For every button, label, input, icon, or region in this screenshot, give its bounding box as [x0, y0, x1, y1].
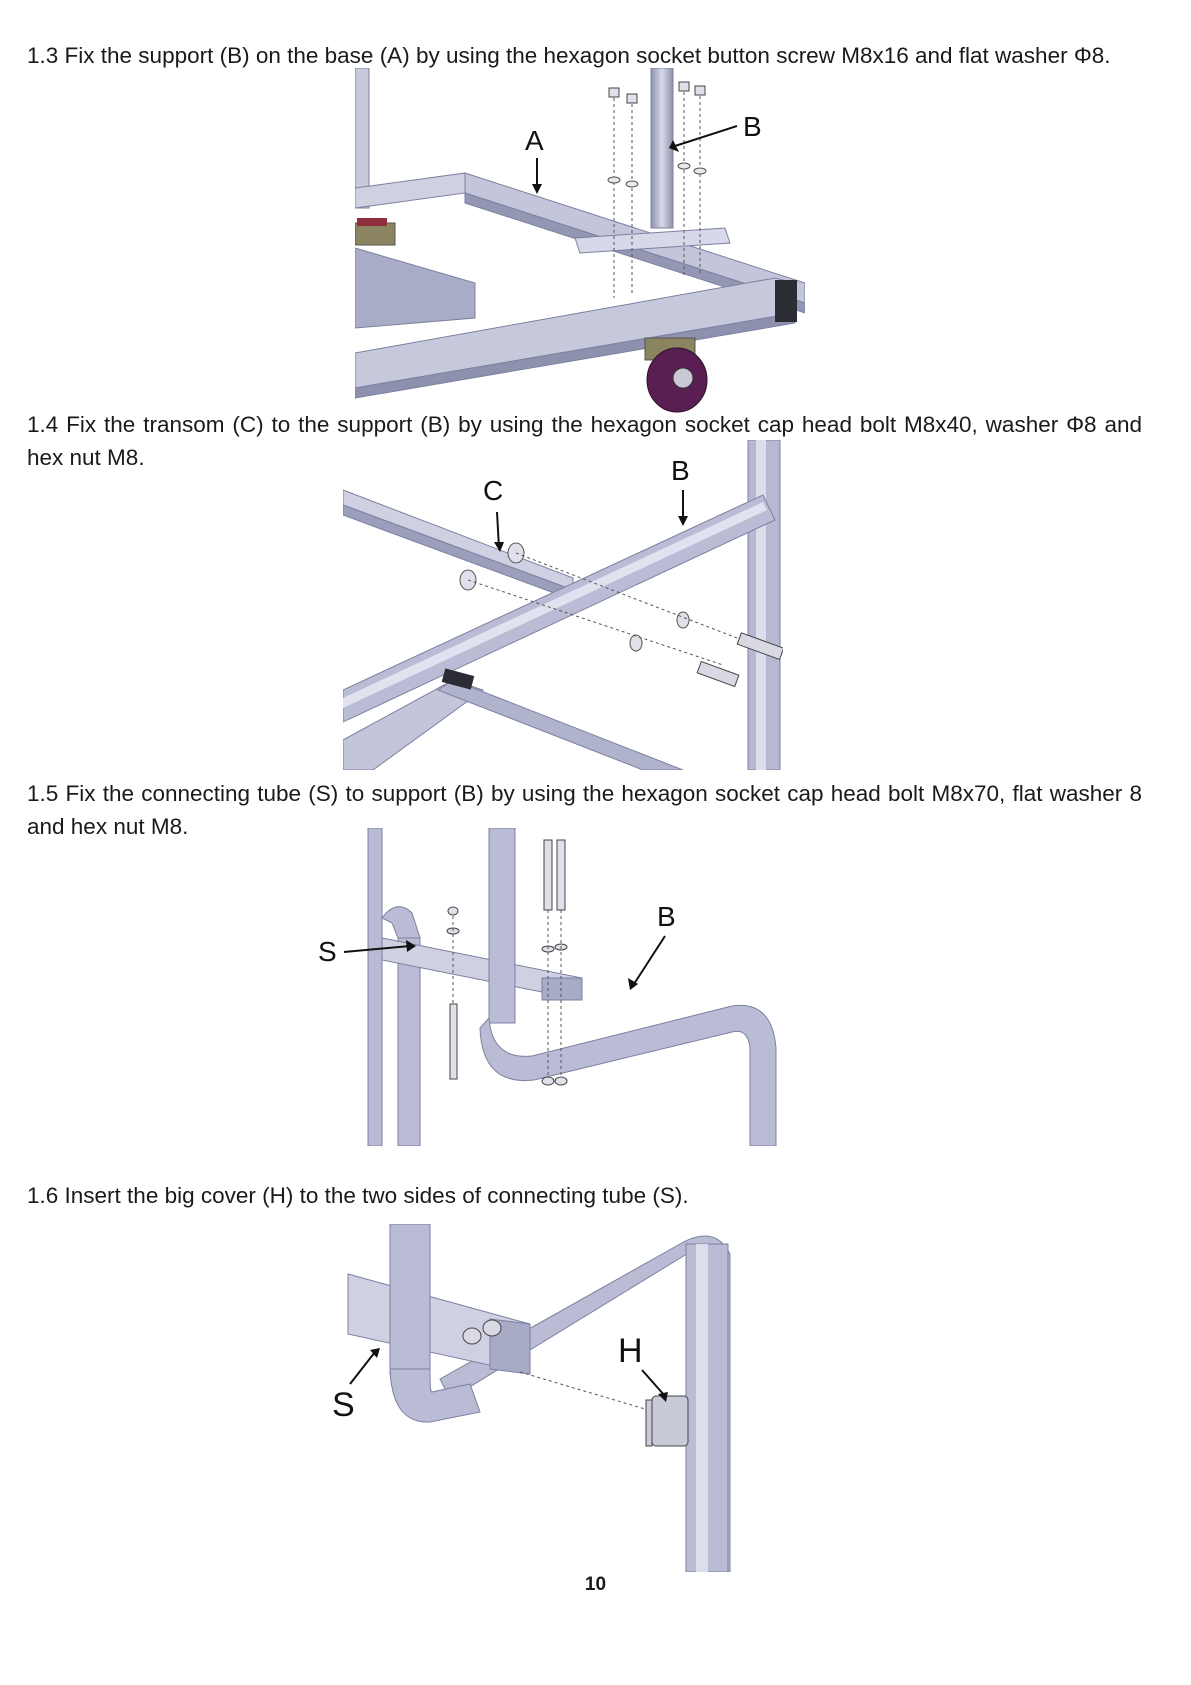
step-1-6-text: 1.6 Insert the big cover (H) to the two … [27, 1183, 689, 1208]
figure-big-cover-drawing: S H [332, 1224, 731, 1572]
label-s2: S [332, 1386, 355, 1424]
label-h: H [618, 1332, 643, 1370]
label-c: C [483, 475, 503, 506]
label-b3: B [657, 901, 676, 932]
step-1-3-text: 1.3 Fix the support (B) on the base (A) … [27, 43, 1111, 68]
figure-transom-support: C B [343, 440, 783, 770]
figure-base-support-drawing: A B [355, 68, 805, 413]
figure-base-support: A B [355, 68, 805, 413]
figure-transom-support-drawing: C B [343, 440, 783, 770]
label-b: B [743, 111, 762, 142]
label-s: S [318, 936, 337, 967]
figure-big-cover: S H [320, 1224, 770, 1572]
figure-connecting-tube-drawing: S B [318, 828, 777, 1146]
page-number: 10 [584, 1574, 607, 1595]
figure-connecting-tube: S B [312, 828, 782, 1146]
step-1-5-text: 1.5 Fix the connecting tube (S) to suppo… [27, 781, 1142, 839]
label-b2: B [671, 455, 690, 486]
step-1-4-text: 1.4 Fix the transom (C) to the support (… [27, 412, 1142, 470]
label-a: A [525, 125, 544, 156]
